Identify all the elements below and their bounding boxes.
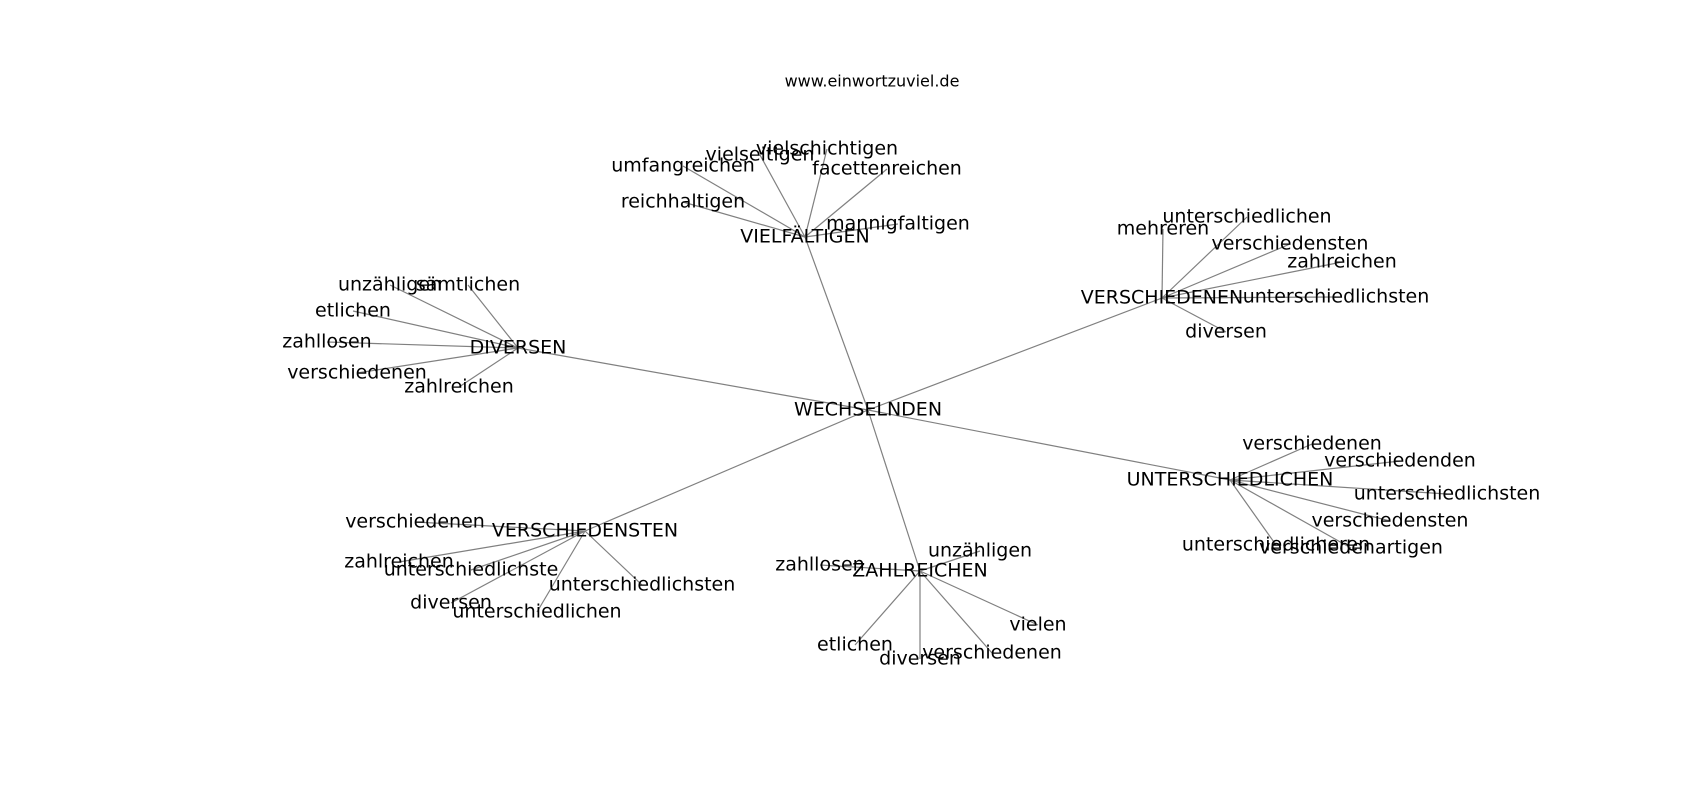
- edge-zahlreichen-vielen: [919, 570, 1039, 626]
- edge-verschiedensten-diversen: [450, 530, 586, 604]
- leaf-node-verschiedenen-verschiedensten: verschiedensten: [1212, 233, 1369, 255]
- hub-node-zahlreichen: ZAHLREICHEN: [852, 560, 987, 582]
- leaf-node-verschiedensten-unterschiedlichsten: unterschiedlichsten: [549, 574, 736, 596]
- edge-vielfaeltigen-umfangreichen: [682, 165, 806, 238]
- edge-verschiedensten-verschiedenen: [414, 521, 586, 532]
- leaf-node-zahlreichen-zahllosen: zahllosen: [775, 554, 864, 576]
- edges-layer: [326, 148, 1448, 659]
- edge-verschiedenen-diversen: [1161, 297, 1227, 333]
- edge-zahlreichen-etlichen: [854, 570, 921, 646]
- leaf-node-verschiedenen-zahlreichen: zahlreichen: [1287, 251, 1397, 273]
- leaf-node-vielfaeltigen-vielschichtigen: vielschichtigen: [756, 138, 898, 160]
- leaf-node-unterschiedlichen-unterschiedlicheren: unterschiedlicheren: [1182, 534, 1370, 556]
- leaf-node-verschiedenen-unterschiedlichsten: unterschiedlichsten: [1243, 286, 1430, 308]
- edge-center-diversen: [517, 347, 869, 411]
- center-node-wechselnden: WECHSELNDEN: [794, 399, 942, 421]
- leaf-node-verschiedensten-diversen: diversen: [410, 592, 492, 614]
- edge-unterschiedlichen-unterschiedlicheren: [1229, 479, 1277, 546]
- leaf-node-zahlreichen-etlichen: etlichen: [817, 634, 893, 656]
- edge-unterschiedlichen-unterschiedlichsten: [1229, 479, 1448, 495]
- leaf-node-vielfaeltigen-vielseitigen: vielseitigen: [706, 144, 815, 166]
- edge-unterschiedlichen-verschiedenartigen: [1229, 479, 1352, 549]
- leaf-node-verschiedensten-unterschiedlichste: unterschiedlichste: [384, 559, 559, 581]
- leaf-node-unterschiedlichen-verschiedensten: verschiedensten: [1312, 510, 1469, 532]
- edge-diversen-zahllosen: [326, 341, 519, 349]
- edge-verschiedensten-zahlreichen: [398, 530, 586, 563]
- edge-verschiedenen-unterschiedlichsten: [1161, 296, 1337, 299]
- leaf-node-vielfaeltigen-umfangreichen: umfangreichen: [611, 155, 755, 177]
- leaf-node-zahlreichen-verschiedenen: verschiedenen: [922, 642, 1062, 664]
- leaf-node-diversen-verschiedenen: verschiedenen: [287, 362, 427, 384]
- edge-center-verschiedenen: [867, 297, 1163, 411]
- leaf-node-vielfaeltigen-reichhaltigen: reichhaltigen: [621, 191, 745, 213]
- edge-verschiedenen-unterschiedlichen: [1161, 216, 1248, 299]
- edge-vielfaeltigen-mannigfaltigen: [804, 223, 899, 238]
- leaf-node-diversen-saemtlichen: sämtlichen: [416, 274, 520, 296]
- edge-verschiedensten-unterschiedlichen: [536, 530, 586, 613]
- hub-node-diversen: DIVERSEN: [470, 337, 567, 359]
- leaf-node-verschiedenen-unterschiedlichen: unterschiedlichen: [1162, 206, 1331, 228]
- edge-center-unterschiedlichen: [867, 409, 1231, 481]
- edge-verschiedenen-verschiedensten: [1161, 243, 1291, 299]
- leaf-node-verschiedenen-diversen: diversen: [1185, 321, 1267, 343]
- leaf-node-zahlreichen-diversen: diversen: [879, 648, 961, 670]
- leaf-node-unterschiedlichen-verschiedenartigen: verschiedenartigen: [1259, 537, 1443, 559]
- hub-node-verschiedensten: VERSCHIEDENSTEN: [492, 520, 678, 542]
- leaf-node-verschiedensten-verschiedenen: verschiedenen: [345, 511, 485, 533]
- leaf-node-vielfaeltigen-facettenreichen: facettenreichen: [812, 158, 962, 180]
- edge-verschiedensten-unterschiedlichste: [470, 530, 586, 571]
- edge-vielfaeltigen-vielschichtigen: [804, 148, 828, 238]
- edge-center-vielfaeltigen: [804, 236, 869, 411]
- edge-diversen-unzaehligen: [389, 284, 519, 349]
- hub-node-vielfaeltigen: VIELFÄLTIGEN: [740, 225, 870, 248]
- edge-unterschiedlichen-verschiedensten: [1229, 479, 1391, 522]
- leaf-node-zahlreichen-vielen: vielen: [1009, 614, 1066, 636]
- leaf-node-diversen-unzaehligen: unzähligen: [338, 274, 442, 296]
- leaf-node-verschiedensten-zahlreichen: zahlreichen: [344, 551, 454, 573]
- edge-diversen-verschiedenen: [356, 347, 519, 374]
- edge-diversen-saemtlichen: [467, 284, 519, 349]
- leaf-node-vielfaeltigen-mannigfaltigen: mannigfaltigen: [826, 213, 970, 235]
- edge-unterschiedlichen-verschiedenen: [1229, 443, 1313, 481]
- edge-unterschiedlichen-verschiedenden: [1229, 460, 1401, 481]
- hub-node-unterschiedlichen: UNTERSCHIEDLICHEN: [1127, 469, 1334, 491]
- edge-vielfaeltigen-facettenreichen: [804, 168, 888, 238]
- edge-center-zahlreichen: [867, 409, 921, 572]
- leaf-node-unterschiedlichen-verschiedenen: verschiedenen: [1242, 433, 1382, 455]
- edge-diversen-zahlreichen: [458, 347, 519, 388]
- leaf-node-verschiedensten-unterschiedlichen: unterschiedlichen: [452, 601, 621, 623]
- leaf-node-unterschiedlichen-verschiedenden: verschiedenden: [1324, 450, 1476, 472]
- edge-diversen-etlichen: [352, 310, 519, 349]
- watermark: www.einwortzuviel.de: [785, 72, 960, 91]
- edge-verschiedenen-zahlreichen: [1161, 261, 1343, 299]
- edge-vielfaeltigen-vielseitigen: [759, 154, 806, 238]
- leaf-node-zahlreichen-unzaehligen: unzähligen: [928, 540, 1032, 562]
- edge-verschiedenen-mehreren: [1161, 228, 1164, 299]
- edge-zahlreichen-zahllosen: [819, 564, 921, 572]
- edge-zahlreichen-verschiedenen: [919, 570, 993, 654]
- edge-vielfaeltigen-reichhaltigen: [682, 201, 806, 238]
- leaf-node-diversen-zahllosen: zahllosen: [282, 331, 371, 353]
- leaf-node-diversen-zahlreichen: zahlreichen: [404, 376, 514, 398]
- labels-layer: WECHSELNDENumfangreichenvielseitigenviel…: [282, 138, 1540, 670]
- leaf-node-diversen-etlichen: etlichen: [315, 300, 391, 322]
- edge-center-verschiedensten: [584, 409, 869, 532]
- edge-zahlreichen-unzaehligen: [919, 550, 981, 572]
- hub-node-verschiedenen: VERSCHIEDENEN: [1081, 287, 1244, 309]
- leaf-node-verschiedenen-mehreren: mehreren: [1117, 218, 1209, 240]
- leaf-node-unterschiedlichen-unterschiedlichsten: unterschiedlichsten: [1354, 483, 1541, 505]
- edge-verschiedensten-unterschiedlichsten: [584, 530, 643, 586]
